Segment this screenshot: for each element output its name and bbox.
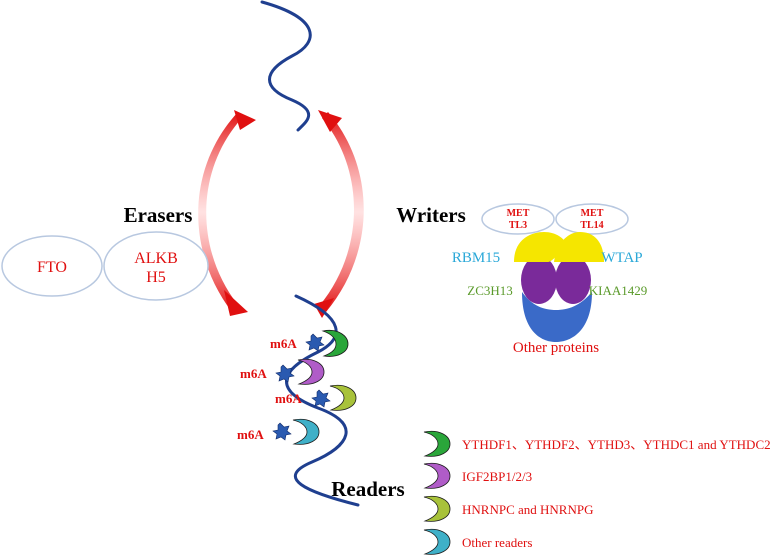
rna-strand-top [260,0,312,132]
legend-hnrnp-icon [423,495,451,522]
zc3h13-shape [521,256,557,304]
m6a-label: m6A [270,336,297,351]
erasers-title: Erasers [124,203,193,227]
fto-label: FTO [37,259,67,276]
erasers-arrow-tail [234,110,256,130]
legend-ythdf-label: YTHDF1、YTHDF2、YTHD3、YTHDC1 and YTHDC2 [462,437,771,452]
m6a-label: m6A [240,366,267,381]
rbm15-label: RBM15 [452,250,500,266]
m6a-site-2: m6A [240,358,325,385]
erasers-arrow [198,112,242,312]
erasers-arrow-head [224,290,248,316]
m6a-star-icon [305,333,325,352]
kiaa1429-shape [555,256,591,304]
reader-igf2bp-icon [297,358,325,385]
mettl3-line2: TL3 [509,220,527,231]
kiaa1429-label: KIAA1429 [589,283,648,298]
m6a-star-icon [311,389,331,408]
m6a-star-icon [272,422,292,441]
alkbh5-label-line1: ALKB [134,250,178,267]
legend-hnrnp-label: HNRNPC and HNRNPG [462,502,593,517]
m6a-site-1: m6A [270,329,349,357]
mettl14-ellipse [555,203,629,235]
legend-other-icon [423,528,451,555]
readers-title: Readers [331,477,404,501]
mettl3-line1: MET [507,208,530,219]
mettl14-line1: MET [581,208,604,219]
zc3h13-label: ZC3H13 [467,283,513,298]
reader-other-icon [292,418,320,445]
legend-igf2bp-label: IGF2BP1/2/3 [462,469,532,484]
legend-igf2bp-icon [423,462,451,489]
m6a-star-icon [275,364,295,383]
mettl3-ellipse [481,203,555,235]
rbm15-shape [514,232,568,262]
m6a-site-4: m6A [237,418,320,445]
alkbh5-label-line2: H5 [146,269,166,286]
m6a-label: m6A [275,391,302,406]
fto-ellipse [1,235,103,297]
m6a-label: m6A [237,427,264,442]
other-proteins-label: Other proteins [513,340,599,356]
writers-arrow-tail [314,298,334,318]
reader-ythdf-icon [321,329,349,357]
reader-hnrnp-icon [329,384,357,411]
legend-ythdf-icon [423,430,451,457]
readers-legend: YTHDF1、YTHDF2、YTHD3、YTHDC1 and YTHDC2 IG… [423,430,771,555]
wtap-shape [554,232,604,262]
legend-other-label: Other readers [462,535,532,550]
wtap-label: WTAP [601,250,642,266]
alkbh5-ellipse [103,231,209,301]
writers-arrow [320,112,364,312]
writers-arrow-head [318,110,342,132]
writers-title: Writers [396,203,466,227]
m6a-site-3: m6A [275,384,357,411]
other-proteins-shape [522,292,592,342]
mettl14-line2: TL14 [580,220,603,231]
